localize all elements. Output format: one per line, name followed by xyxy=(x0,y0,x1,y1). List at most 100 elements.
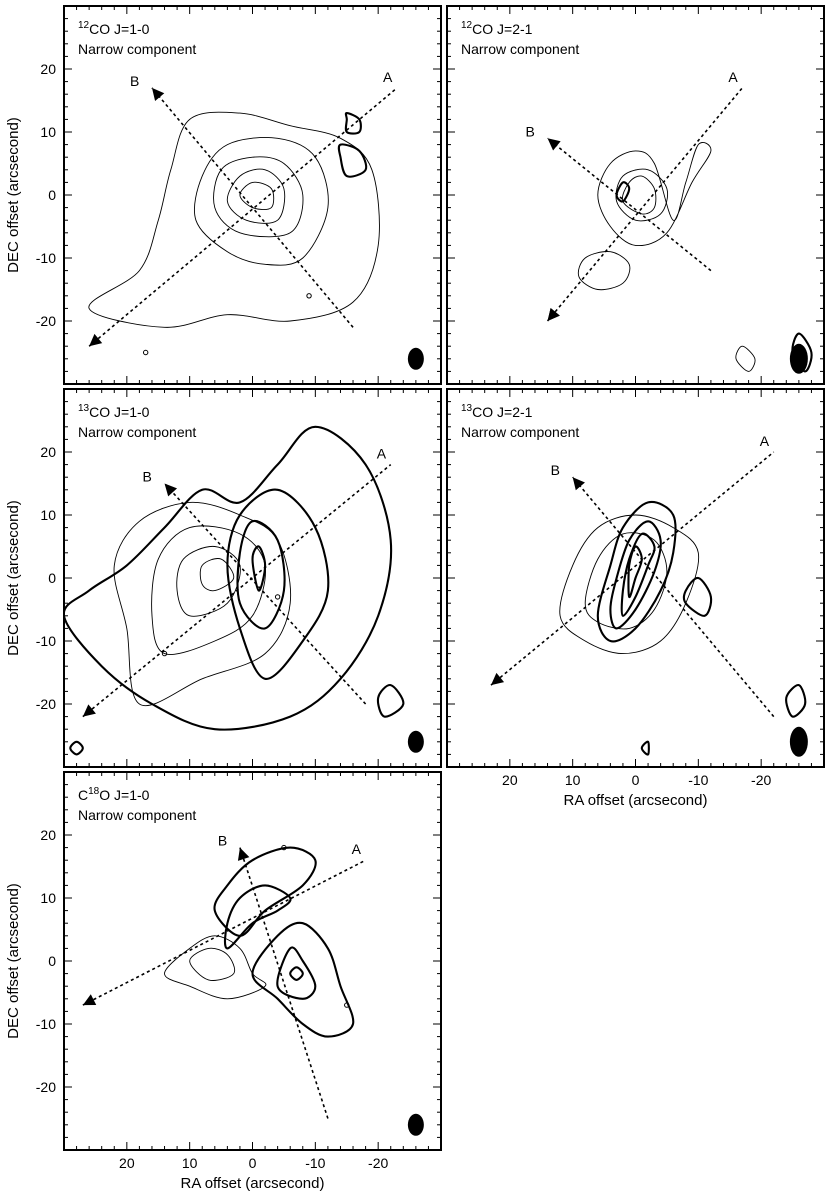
contour-thick xyxy=(682,576,713,617)
x-axis-label: RA offset (arcsecond) xyxy=(181,1175,325,1192)
cut-label-b: B xyxy=(130,73,139,89)
contour-layer xyxy=(559,500,807,756)
y-axis-label: DEC offset (arcsecond) xyxy=(5,500,22,656)
y-tick-label: -10 xyxy=(36,250,56,266)
contour-thin xyxy=(88,111,380,328)
y-tick-label: 0 xyxy=(48,953,56,969)
cut-label-b: B xyxy=(218,833,227,849)
y-tick-label: -20 xyxy=(36,696,56,712)
y-tick-label: 10 xyxy=(40,124,56,140)
y-tick-label: 0 xyxy=(48,570,56,586)
cut-line-a xyxy=(88,87,398,347)
contour-thin xyxy=(559,514,700,655)
contour-thick xyxy=(620,532,656,617)
y-tick-label: 0 xyxy=(48,187,56,203)
y-tick-label: 20 xyxy=(40,61,56,77)
x-tick-label: 0 xyxy=(632,772,640,788)
cut-line-b xyxy=(151,87,354,328)
plot-frame xyxy=(446,5,825,385)
contour-layer xyxy=(88,111,380,356)
contour-thin xyxy=(176,546,241,617)
title-species: CO J=2-1 xyxy=(472,21,533,37)
panel-subtitle: Narrow component xyxy=(78,424,196,440)
cut-line-b xyxy=(547,137,712,272)
y-tick-label: -20 xyxy=(36,1079,56,1095)
cut-line-a xyxy=(490,451,775,686)
cut-line-a xyxy=(546,87,743,322)
title-isotope: 13 xyxy=(78,403,90,414)
contour-thick xyxy=(289,966,304,981)
contour-dot xyxy=(281,844,287,851)
panel-subtitle: Narrow component xyxy=(461,41,579,57)
cut-line-a xyxy=(82,859,366,1006)
beam-ellipse xyxy=(407,730,424,753)
cut-line-b xyxy=(163,482,367,705)
contour-thin xyxy=(226,168,286,224)
panel-subtitle: Narrow component xyxy=(461,424,579,440)
contour-thick xyxy=(276,946,317,1000)
contour-dot xyxy=(344,1002,350,1008)
contour-thick xyxy=(223,884,292,950)
x-tick-label: 20 xyxy=(502,772,518,788)
cut-label-a: A xyxy=(383,69,393,85)
contour-layer xyxy=(577,142,813,373)
y-tick-label: -10 xyxy=(36,633,56,649)
panel-subtitle: Narrow component xyxy=(78,807,196,823)
cut-line-a xyxy=(82,463,392,718)
beam-ellipse xyxy=(407,1113,424,1136)
title-species: O J=1-0 xyxy=(99,787,149,803)
contour-dot xyxy=(306,293,312,299)
plot-frame xyxy=(63,5,442,385)
y-tick-label: 20 xyxy=(40,827,56,843)
contour-dot xyxy=(142,349,149,356)
panel-title: 12CO J=2-1 xyxy=(461,20,533,37)
contour-thin xyxy=(621,175,657,215)
cut-label-a: A xyxy=(352,841,362,857)
contour-thin xyxy=(151,525,266,655)
y-axis-label: DEC offset (arcsecond) xyxy=(5,117,22,273)
contour-thin xyxy=(597,142,712,247)
x-tick-label: 0 xyxy=(249,1155,257,1171)
contour-thick xyxy=(213,846,317,937)
cut-line-b xyxy=(572,476,775,718)
cut-label-a: A xyxy=(377,446,387,462)
x-axis-label: RA offset (arcsecond) xyxy=(564,792,708,809)
y-tick-label: -20 xyxy=(36,313,56,329)
y-tick-label: 10 xyxy=(40,507,56,523)
y-tick-label: 10 xyxy=(40,890,56,906)
contour-thick xyxy=(344,112,362,135)
contour-layer xyxy=(64,425,405,756)
contour-thick xyxy=(609,520,662,630)
contour-layer xyxy=(164,844,355,1038)
contour-thick xyxy=(376,684,405,718)
x-tick-label: -10 xyxy=(305,1155,325,1171)
cut-label-a: A xyxy=(760,433,770,449)
contour-thick xyxy=(69,740,84,756)
cut-b-arrow xyxy=(237,847,250,861)
panel-title: 13CO J=1-0 xyxy=(78,403,150,420)
cut-b-arrow xyxy=(151,87,165,101)
contour-thin xyxy=(735,345,756,372)
contour-thick xyxy=(236,519,286,630)
cut-b-arrow xyxy=(547,138,561,151)
contour-dot xyxy=(274,594,281,600)
contour-thin xyxy=(193,137,329,266)
contour-thick xyxy=(226,488,330,680)
contour-thin xyxy=(164,935,267,1000)
y-tick-label: 20 xyxy=(40,444,56,460)
contour-thick xyxy=(615,181,631,203)
contour-thick xyxy=(640,740,650,756)
contour-thick xyxy=(785,684,807,718)
contour-thin xyxy=(213,156,304,238)
contour-thin xyxy=(615,168,668,222)
contour-thin xyxy=(239,181,275,211)
x-tick-label: 20 xyxy=(119,1155,135,1171)
beam-ellipse xyxy=(789,343,808,374)
title-species: CO J=1-0 xyxy=(89,404,150,420)
beam-ellipse xyxy=(407,347,424,370)
